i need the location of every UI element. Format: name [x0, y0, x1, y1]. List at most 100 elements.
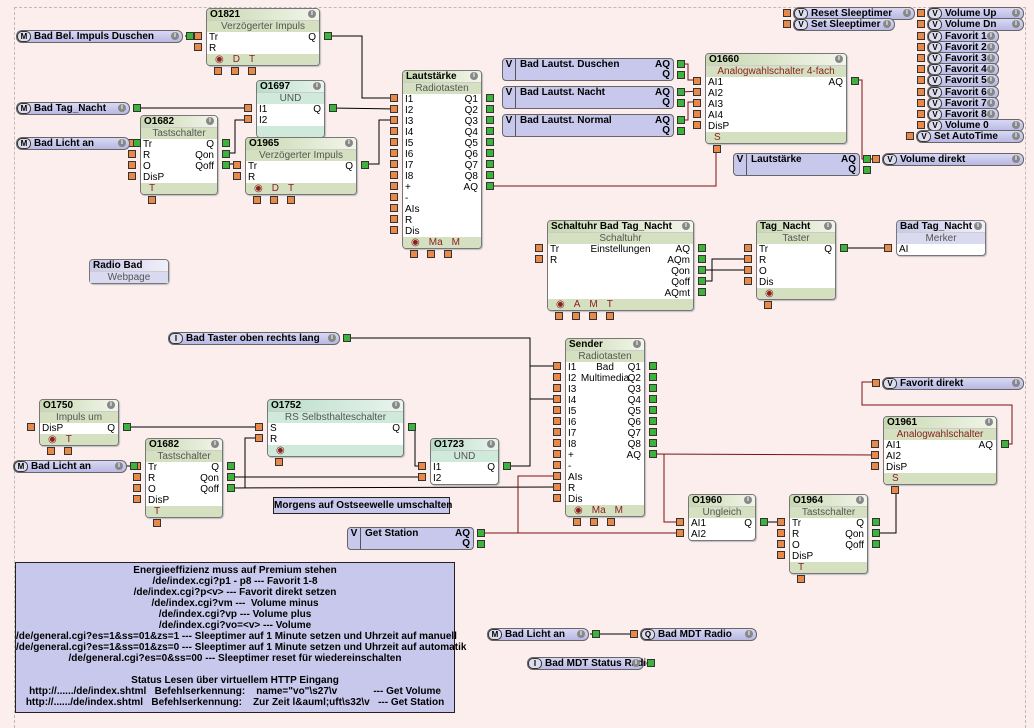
info-icon[interactable]: i: [487, 440, 495, 448]
output-pin[interactable]: [486, 182, 494, 190]
param-pin[interactable]: [231, 67, 239, 75]
info-icon[interactable]: i: [1012, 155, 1020, 163]
output-pin[interactable]: [408, 423, 416, 431]
output-pin[interactable]: [486, 160, 494, 168]
input-pin[interactable]: [535, 255, 543, 263]
wire[interactable]: [226, 119, 250, 154]
input-pin[interactable]: [418, 473, 426, 481]
param-pin[interactable]: [607, 518, 615, 526]
output-pin[interactable]: [872, 518, 880, 526]
input-pin[interactable]: [630, 630, 638, 638]
input-pin[interactable]: [194, 32, 202, 40]
input-pin[interactable]: [884, 244, 892, 252]
wire[interactable]: [861, 381, 1013, 445]
param-pin[interactable]: [764, 301, 772, 309]
output-pin[interactable]: [840, 244, 848, 252]
info-icon[interactable]: i: [1012, 132, 1020, 140]
info-icon[interactable]: i: [987, 54, 995, 62]
input-pin[interactable]: [535, 244, 543, 252]
output-pin[interactable]: [649, 439, 657, 447]
output-pin[interactable]: [227, 462, 235, 470]
input-pin[interactable]: [128, 172, 136, 180]
wire[interactable]: [410, 426, 424, 467]
info-icon[interactable]: i: [206, 117, 214, 125]
wire[interactable]: [855, 79, 876, 160]
input-pin[interactable]: [390, 193, 398, 201]
input-pin[interactable]: [133, 484, 141, 492]
param-pin[interactable]: [573, 518, 581, 526]
output-pin[interactable]: [133, 104, 141, 112]
input-pin[interactable]: [255, 423, 263, 431]
param-pin[interactable]: [148, 196, 156, 204]
input-pin[interactable]: [553, 395, 561, 403]
input-pin[interactable]: [255, 434, 263, 442]
input-pin[interactable]: [390, 215, 398, 223]
output-pin[interactable]: [133, 139, 141, 147]
input-pin[interactable]: [917, 99, 925, 107]
comment-box[interactable]: Morgens auf Ostseewelle umschalten: [273, 497, 452, 514]
info-icon[interactable]: i: [987, 99, 995, 107]
param-pin[interactable]: [47, 447, 55, 455]
wire[interactable]: [347, 337, 559, 400]
input-pin[interactable]: [390, 138, 398, 146]
info-icon[interactable]: i: [633, 340, 641, 348]
param-pin[interactable]: [275, 458, 283, 466]
output-pin[interactable]: [677, 60, 685, 68]
info-icon[interactable]: i: [824, 222, 832, 230]
input-pin[interactable]: [906, 132, 914, 140]
input-pin[interactable]: [744, 266, 752, 274]
param-pin[interactable]: [606, 312, 614, 320]
wire[interactable]: [874, 490, 897, 534]
comment-box[interactable]: Energieeffizienz muss auf Premium stehen…: [15, 562, 466, 713]
output-pin[interactable]: [677, 88, 685, 96]
param-pin[interactable]: [427, 250, 435, 258]
info-icon[interactable]: i: [903, 9, 911, 17]
input-pin[interactable]: [553, 417, 561, 425]
info-icon[interactable]: i: [211, 440, 219, 448]
input-pin[interactable]: [871, 451, 879, 459]
wire[interactable]: [490, 150, 717, 187]
wire[interactable]: [663, 454, 682, 523]
output-pin[interactable]: [222, 139, 230, 147]
output-pin[interactable]: [872, 529, 880, 537]
info-icon[interactable]: i: [171, 32, 179, 40]
input-pin[interactable]: [744, 277, 752, 285]
info-icon[interactable]: i: [745, 630, 753, 638]
input-pin[interactable]: [777, 551, 785, 559]
output-pin[interactable]: [649, 450, 657, 458]
info-icon[interactable]: i: [987, 88, 995, 96]
info-icon[interactable]: i: [987, 32, 995, 40]
info-icon[interactable]: i: [985, 418, 993, 426]
info-icon[interactable]: i: [345, 139, 353, 147]
input-pin[interactable]: [233, 172, 241, 180]
input-pin[interactable]: [744, 255, 752, 263]
param-pin[interactable]: [589, 312, 597, 320]
info-icon[interactable]: i: [987, 76, 995, 84]
info-icon[interactable]: i: [632, 659, 640, 667]
info-icon[interactable]: i: [107, 401, 115, 409]
input-pin[interactable]: [917, 121, 925, 129]
input-pin[interactable]: [390, 226, 398, 234]
param-pin[interactable]: [64, 447, 72, 455]
wire[interactable]: [229, 486, 560, 489]
output-pin[interactable]: [649, 395, 657, 403]
input-pin[interactable]: [917, 32, 925, 40]
input-pin[interactable]: [676, 518, 684, 526]
param-pin[interactable]: [797, 575, 805, 583]
input-pin[interactable]: [133, 473, 141, 481]
